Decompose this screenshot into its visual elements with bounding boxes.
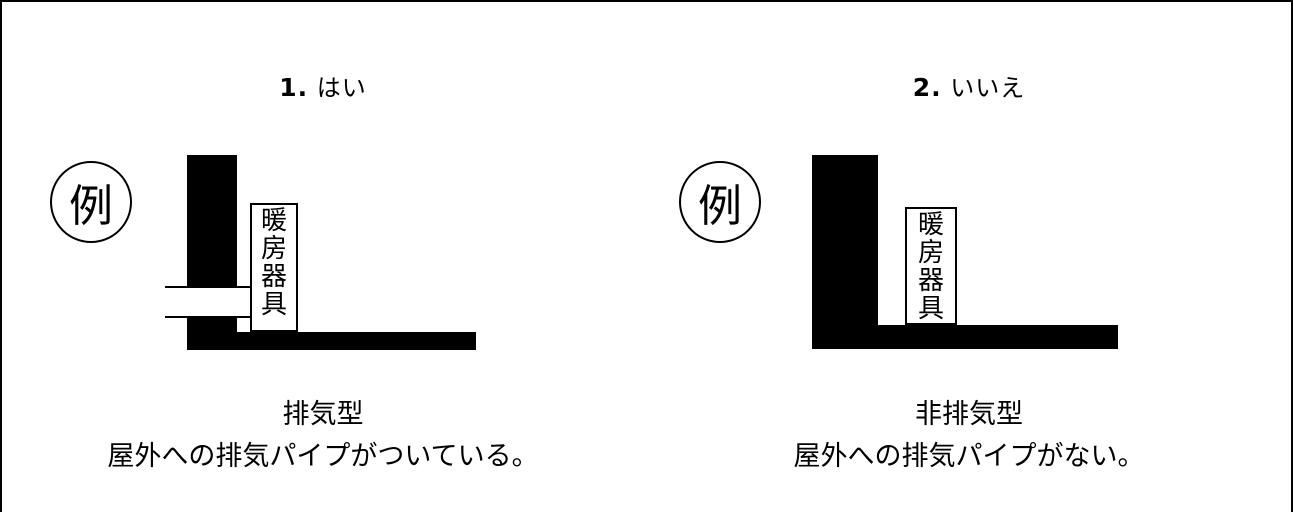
heater-char: 房 xyxy=(917,238,944,268)
option-label: はい xyxy=(316,74,367,102)
floor xyxy=(187,332,476,350)
exhaust-pipe xyxy=(165,287,255,317)
option-label: いいえ xyxy=(950,74,1026,102)
example-mark: 例 xyxy=(679,161,761,243)
example-mark: 例 xyxy=(50,161,132,243)
option-heading: 1. はい xyxy=(0,68,646,103)
heater-char: 暖 xyxy=(260,206,287,236)
floor xyxy=(812,325,1118,349)
vented-wall-illustration xyxy=(165,155,476,350)
heater-char: 暖 xyxy=(917,210,944,240)
wall xyxy=(187,155,237,350)
heater-box: 暖 房 器 具 xyxy=(905,207,957,325)
heater-char: 器 xyxy=(917,266,944,296)
heater-box: 暖 房 器 具 xyxy=(250,203,298,332)
option-panel-yes: 1. はい 例 暖 房 器 具 排気型 屋外への排気パイプがついている。 xyxy=(0,0,646,512)
option-number: 2. xyxy=(912,73,942,102)
caption-type: 非排気型 xyxy=(915,399,1023,430)
wall xyxy=(812,155,878,349)
caption-type: 排気型 xyxy=(282,399,364,430)
caption-description: 屋外への排気パイプがついている。 xyxy=(107,441,539,472)
heater-char: 具 xyxy=(917,294,944,324)
option-panel-no: 2. いいえ 例 暖 房 器 具 非排気型 屋外への排気パイプがない。 xyxy=(646,0,1292,512)
option-heading: 2. いいえ xyxy=(646,68,1292,103)
caption-description: 屋外への排気パイプがない。 xyxy=(793,441,1145,472)
heater-char: 房 xyxy=(260,234,287,264)
heater-char: 器 xyxy=(260,262,287,292)
unvented-wall-illustration xyxy=(812,155,1118,349)
option-number: 1. xyxy=(279,73,309,102)
heater-char: 具 xyxy=(260,290,287,320)
